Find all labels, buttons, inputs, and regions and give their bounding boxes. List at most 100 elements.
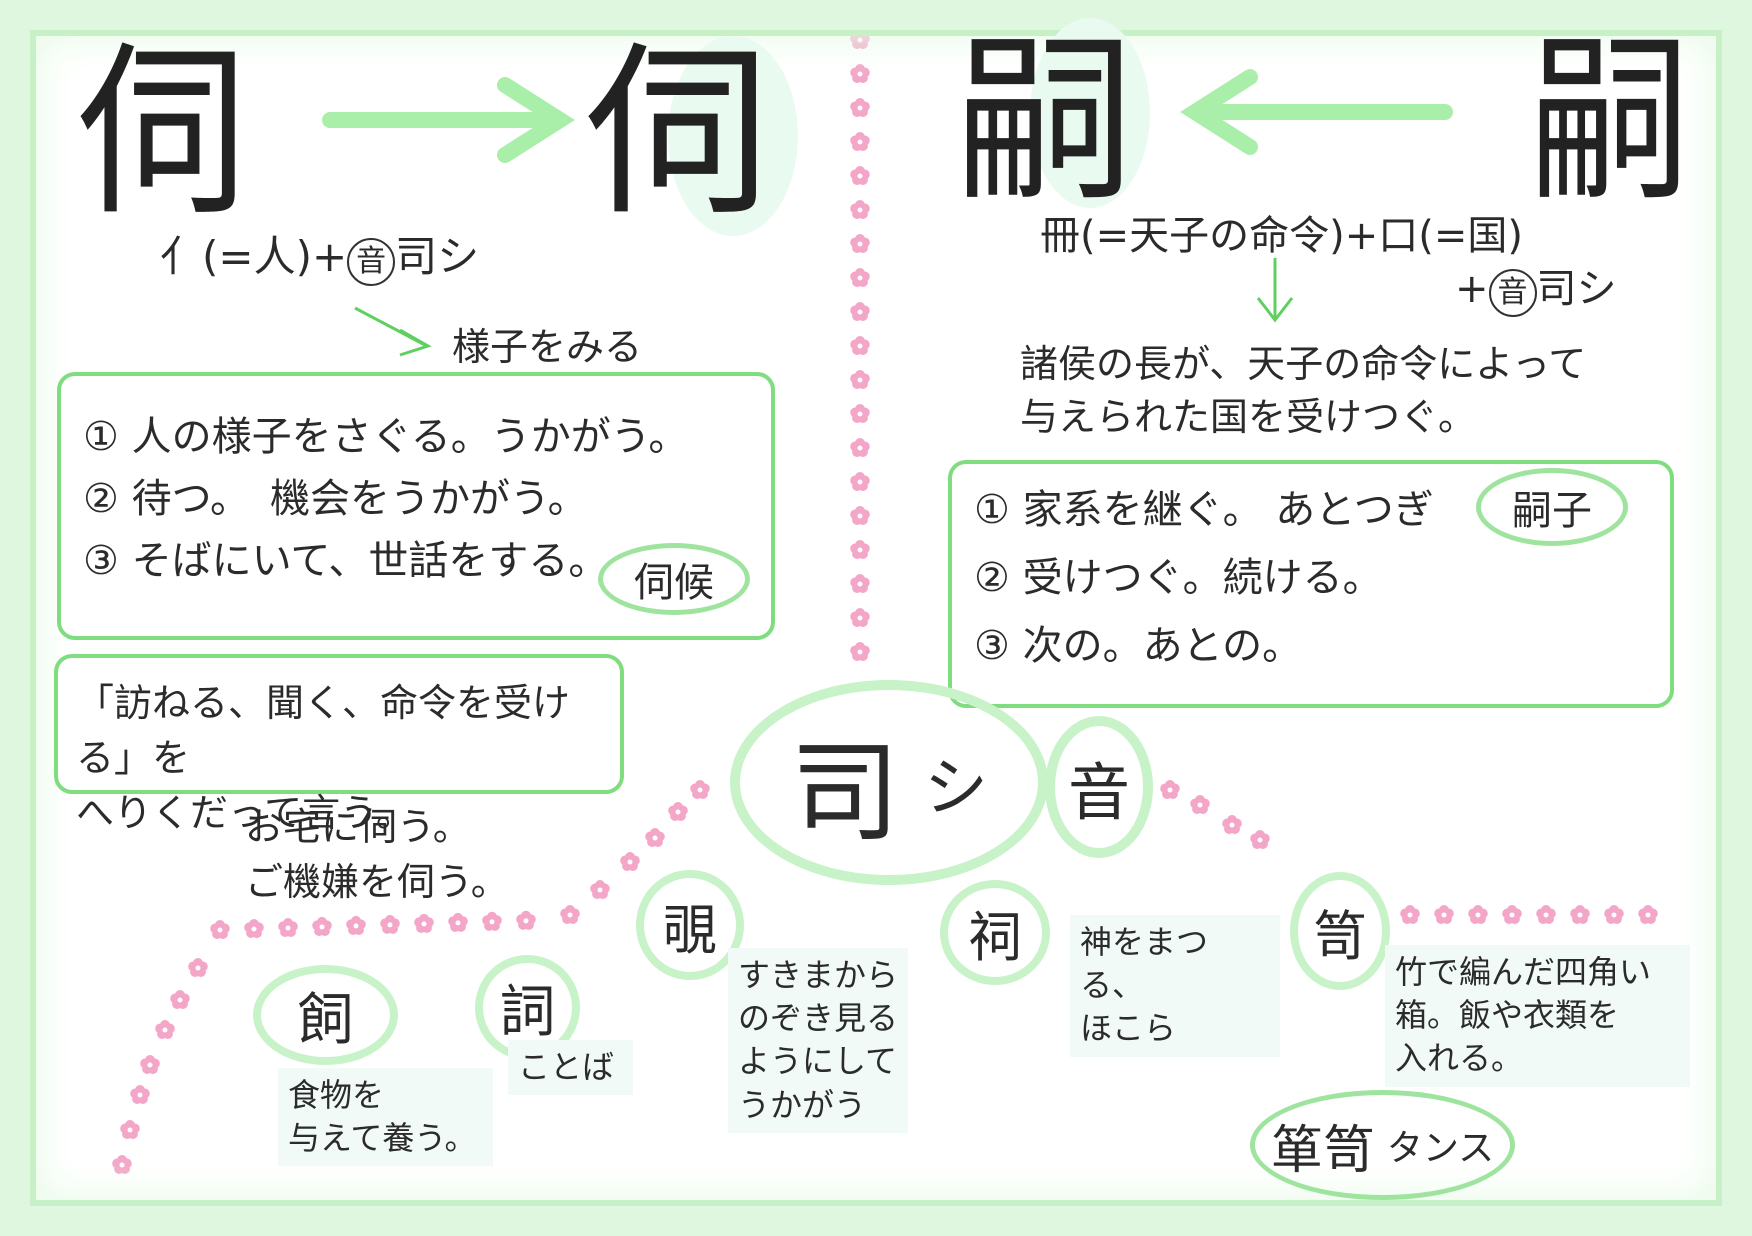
sound-tag-icon: 音 — [347, 238, 396, 286]
example-2: ご機嫌を伺う。 — [245, 860, 509, 905]
blossom-icon — [210, 920, 230, 939]
family-note-5-line-1: 竹で編んだ四角い — [1395, 953, 1652, 991]
center-oval: 司 シ — [730, 680, 1048, 885]
blossom-icon — [1502, 905, 1522, 924]
family-note-5-line-3: 入れる。 — [1395, 1039, 1524, 1078]
left-phonetic-highlight — [668, 36, 798, 236]
family-oval-2: 詞 — [475, 955, 580, 1060]
family-oval-1: 飼 — [253, 965, 398, 1065]
family-note-2: ことば — [508, 1040, 633, 1096]
center-tag-oval: 音 — [1045, 716, 1153, 858]
blossom-icon — [850, 540, 870, 559]
right-formula-line-2: +音司シ — [1455, 265, 1617, 317]
blossom-icon — [850, 438, 870, 457]
blossom-icon — [850, 472, 870, 491]
right-definition-box: ① 家系を継ぐ。 あとつぎ ② 受けつぐ。続ける。 ③ 次の。あとの。 — [948, 460, 1674, 708]
family-note-5-line-2: 箱。飯や衣類を — [1395, 996, 1620, 1035]
right-glyph: 嗣 — [955, 17, 1136, 226]
blossom-icon — [244, 919, 264, 938]
right-arrow-icon — [322, 77, 575, 163]
center-glyph: 司 — [790, 728, 900, 857]
blossom-icon — [1190, 795, 1210, 814]
blossom-icon — [850, 370, 870, 389]
right-meaning: 諸侯の長が、天子の命令によって 与えられた国を受けつぐ。 — [1020, 338, 1586, 444]
family-note-4-line-2: ほこら — [1080, 1009, 1177, 1048]
right-meaning-line-1: 諸侯の長が、天子の命令によって — [1020, 342, 1587, 386]
family-note-1: 食物を 与えて養う。 — [278, 1068, 493, 1167]
blossom-icon — [850, 642, 870, 661]
blossom-icon — [850, 506, 870, 525]
family-note-1-line-1: 食物を — [288, 1076, 385, 1114]
family-note-3: すきまから のぞき見る ようにして うかがう — [728, 948, 908, 1133]
down-arrow-icon — [1256, 258, 1294, 323]
right-formula-line-1: 冊(=天子の命令)+口(=国) — [1040, 213, 1523, 259]
blossom-icon — [850, 132, 870, 151]
blossom-icon — [1638, 905, 1658, 924]
family-glyph-1: 飼 — [297, 987, 354, 1053]
blossom-icon — [850, 608, 870, 627]
blossom-icon — [140, 1055, 160, 1074]
blossom-icon — [850, 234, 870, 253]
family-note-3-line-3: ようにして — [738, 1042, 898, 1081]
blossom-icon — [1570, 905, 1590, 924]
blossom-icon — [448, 912, 468, 932]
family-note-5: 竹で編んだ四角い 箱。飯や衣類を 入れる。 — [1385, 945, 1690, 1087]
family-oval-3: 覗 — [636, 870, 744, 980]
example-1: お宅に伺う。 — [245, 805, 471, 849]
blossom-icon — [170, 990, 190, 1009]
blossom-icon — [645, 828, 665, 847]
blossom-icon — [1468, 905, 1488, 924]
left-definition-tag-oval: 伺候 — [598, 543, 750, 615]
compound-oval: 箪笥 タンス — [1250, 1090, 1515, 1200]
humble-note-line-1: 「訪ねる、聞く、命令を受ける」を — [76, 681, 571, 781]
humble-note-box: 「訪ねる、聞く、命令を受ける」を へりくだって言う。 — [54, 654, 624, 835]
left-definition-tag: 伺候 — [634, 560, 714, 606]
left-formula-radical: 亻(=人)+ — [160, 232, 348, 281]
compound-word: 箪笥 — [1270, 1120, 1375, 1181]
right-phonetic-highlight — [1030, 18, 1150, 208]
blossom-icon — [850, 574, 870, 593]
left-meaning: 様子をみる — [452, 325, 643, 369]
left-arrow-icon — [1180, 69, 1453, 155]
blossom-icon — [1222, 815, 1242, 834]
center-reading: シ — [924, 751, 988, 826]
family-note-1-line-2: 与えて養う。 — [288, 1119, 477, 1158]
right-ancient-glyph: 嗣 — [1529, 17, 1692, 226]
family-note-3-line-2: のぞき見る — [738, 999, 899, 1038]
blossom-icon — [482, 911, 502, 931]
family-glyph-2: 詞 — [499, 980, 556, 1045]
blossom-icon — [1250, 830, 1270, 849]
blossom-icon — [1536, 905, 1556, 924]
blossom-icon — [155, 1020, 175, 1039]
blossom-icon — [620, 852, 640, 871]
blossom-icon — [590, 880, 610, 899]
compound-reading: タンス — [1386, 1128, 1495, 1169]
left-formula: 亻(=人)+音司シ — [160, 232, 479, 286]
blossom-icon — [850, 404, 870, 423]
blossom-icon — [560, 905, 580, 924]
blossom-icon — [1160, 780, 1180, 799]
family-glyph-3: 覗 — [663, 898, 717, 962]
right-definition-2: ② 受けつぐ。続ける。 — [974, 555, 1383, 601]
right-definition-1: ① 家系を継ぐ。 あとつぎ — [974, 487, 1434, 533]
cherry-blossom-chain — [112, 30, 1658, 1174]
blossom-icon — [1400, 905, 1420, 924]
right-formula-plus: + — [1455, 266, 1489, 312]
left-ancient-glyph: 伺 — [77, 25, 248, 241]
blossom-icon — [380, 914, 400, 934]
blossom-icon — [690, 780, 710, 799]
blossom-icon — [414, 913, 434, 933]
blossom-icon — [120, 1120, 140, 1139]
family-note-2-line-1: ことば — [518, 1048, 615, 1086]
left-glyph: 伺 — [585, 25, 770, 241]
family-oval-4: 祠 — [940, 880, 1050, 985]
blossom-icon — [1434, 905, 1454, 924]
blossom-icon — [850, 64, 870, 83]
left-definition-box: ① 人の様子をさぐる。うかがう。 ② 待つ。 機会をうかがう。 ③ そばにいて、… — [57, 372, 775, 640]
blossom-icon — [850, 302, 870, 321]
right-formula-phonetic: 司シ — [1536, 266, 1617, 312]
blossom-icon — [1604, 905, 1624, 924]
family-note-4-line-1: 神をまつる、 — [1080, 923, 1209, 1005]
family-glyph-5: 笥 — [1313, 904, 1367, 968]
